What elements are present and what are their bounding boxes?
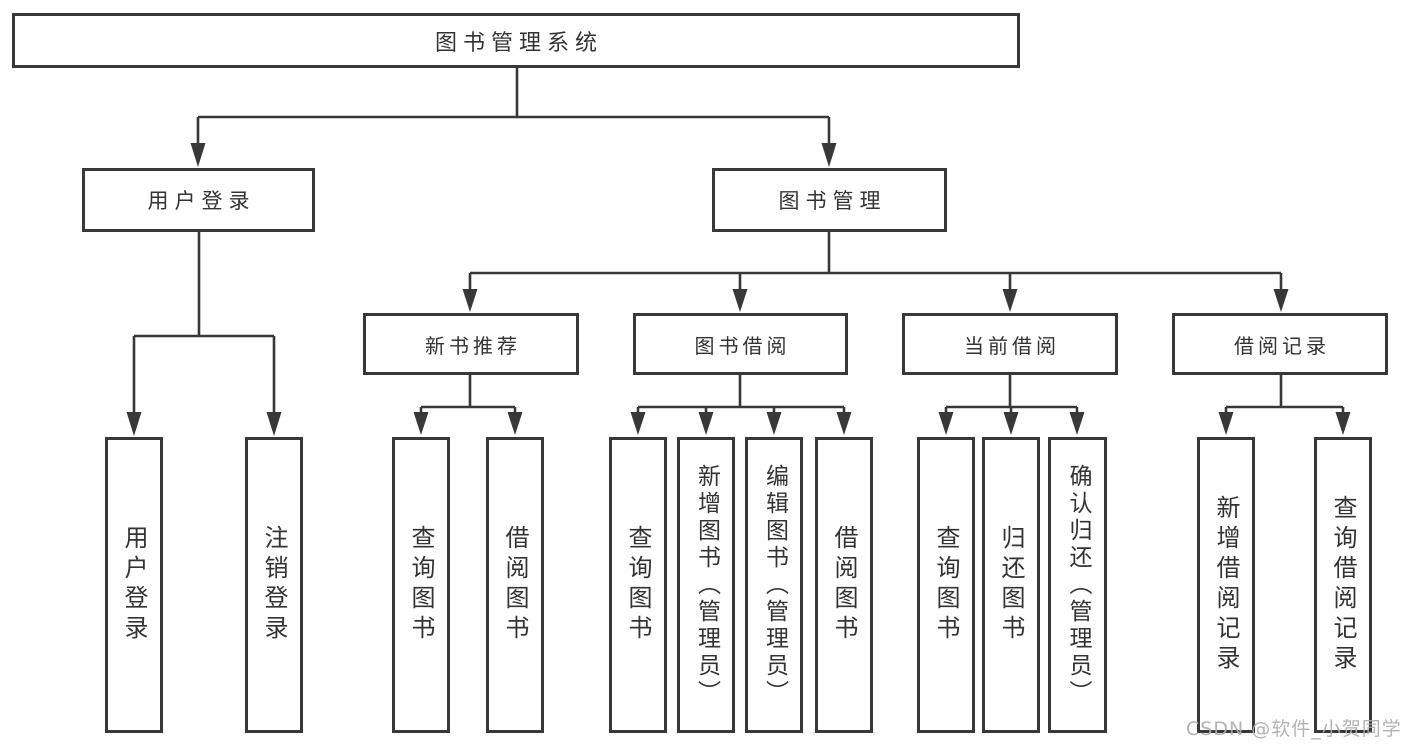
node-borrow-records: 借阅记录	[1172, 313, 1388, 375]
leaf-label: 查询图书	[932, 525, 960, 645]
leaf-label: 注销登录	[260, 525, 288, 645]
leaf-user-login: 用户登录	[105, 437, 163, 733]
node-label: 图书管理系统	[434, 30, 603, 56]
node-book-borrow: 图书借阅	[633, 313, 848, 375]
node-label: 图书借阅	[694, 333, 791, 358]
leaf-add-borrow-record: 新增借阅记录	[1197, 437, 1255, 733]
arrowhead-group	[126, 143, 1351, 436]
csdn-watermark: CSDN @软件_小贺同学	[1186, 718, 1402, 740]
leaf-add-books-admin: 新增图书（管理员）	[677, 437, 735, 733]
leaf-label: 新增借阅记录	[1212, 495, 1240, 675]
node-label: 用户登录	[147, 189, 256, 213]
leaf-label: 用户登录	[120, 525, 148, 645]
leaf-logout: 注销登录	[245, 437, 303, 733]
leaf-query-books-borrow: 查询图书	[609, 437, 667, 733]
leaf-label: 新增图书（管理员）	[693, 463, 720, 707]
node-label: 借阅记录	[1234, 333, 1330, 358]
leaf-label: 借阅图书	[830, 525, 858, 645]
leaf-query-books-recommend: 查询图书	[392, 437, 450, 733]
node-root-library-system: 图书管理系统	[12, 13, 1020, 68]
leaf-query-books-current: 查询图书	[917, 437, 975, 733]
node-book-management: 图书管理	[712, 168, 947, 232]
node-current-borrow: 当前借阅	[902, 313, 1118, 375]
node-new-book-recommend: 新书推荐	[363, 313, 579, 375]
leaf-borrow-books-recommend: 借阅图书	[486, 437, 544, 733]
leaf-edit-books-admin: 编辑图书（管理员）	[745, 437, 803, 733]
leaf-borrow-books: 借阅图书	[815, 437, 873, 733]
leaf-confirm-return-admin: 确认归还（管理员）	[1048, 437, 1107, 733]
leaf-label: 借阅图书	[501, 525, 529, 645]
leaf-label: 编辑图书（管理员）	[761, 463, 788, 707]
leaf-label: 查询图书	[407, 525, 435, 645]
leaf-label: 归还图书	[997, 525, 1025, 645]
node-label: 当前借阅	[964, 333, 1060, 358]
leaf-query-borrow-record: 查询借阅记录	[1314, 437, 1372, 733]
node-label: 新书推荐	[425, 333, 521, 358]
leaf-label: 查询图书	[624, 525, 652, 645]
node-user-login-branch: 用户登录	[82, 168, 315, 232]
leaf-return-books: 归还图书	[982, 437, 1040, 733]
leaf-label: 查询借阅记录	[1329, 495, 1357, 675]
node-label: 图书管理	[778, 189, 887, 213]
leaf-label: 确认归还（管理员）	[1065, 463, 1091, 707]
